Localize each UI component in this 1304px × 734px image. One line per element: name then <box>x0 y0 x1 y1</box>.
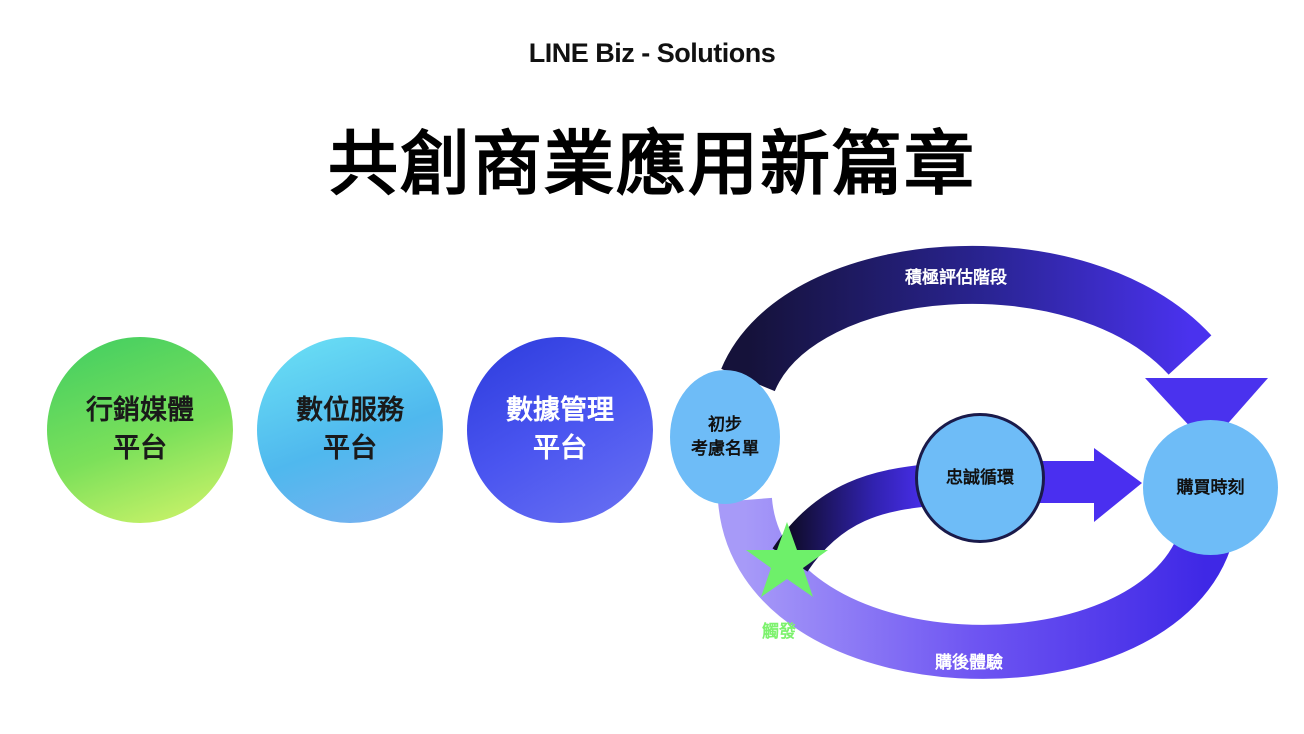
platform-label-line1: 數據管理 <box>506 395 614 426</box>
node-label: 忠誠循環 <box>946 468 1014 488</box>
evaluation-arrowhead <box>1145 378 1268 446</box>
page-title: 共創商業應用新篇章 <box>328 123 976 205</box>
evaluation-arc <box>721 245 1212 393</box>
trigger-star-icon <box>746 522 828 597</box>
trigger-label: 觸發 <box>762 622 796 642</box>
node-label-line1: 初步 <box>708 415 742 435</box>
loyalty-loop-node: 忠誠循環 <box>915 413 1045 543</box>
platform-label-line1: 行銷媒體 <box>86 395 194 426</box>
node-label-line2: 考慮名單 <box>691 439 759 459</box>
evaluation-label: 積極評估階段 <box>905 268 1007 288</box>
platform-label-line2: 平台 <box>323 433 377 464</box>
platform-marketing-media: 行銷媒體 平台 <box>47 337 233 523</box>
post-purchase-label: 購後體驗 <box>935 653 1003 673</box>
platform-label-line2: 平台 <box>533 433 587 464</box>
loyalty-arc <box>772 464 933 573</box>
platform-label-line2: 平台 <box>113 433 167 464</box>
purchase-moment-node: 購買時刻 <box>1143 420 1278 555</box>
initial-consideration-node: 初步 考慮名單 <box>670 370 780 504</box>
loyalty-arrowhead <box>1094 448 1142 522</box>
platform-label-line1: 數位服務 <box>296 395 404 426</box>
brand-title: LINE Biz - Solutions <box>528 38 776 68</box>
node-label: 購買時刻 <box>1176 477 1245 498</box>
platform-digital-service: 數位服務 平台 <box>257 337 443 523</box>
platform-data-management: 數據管理 平台 <box>467 337 653 523</box>
